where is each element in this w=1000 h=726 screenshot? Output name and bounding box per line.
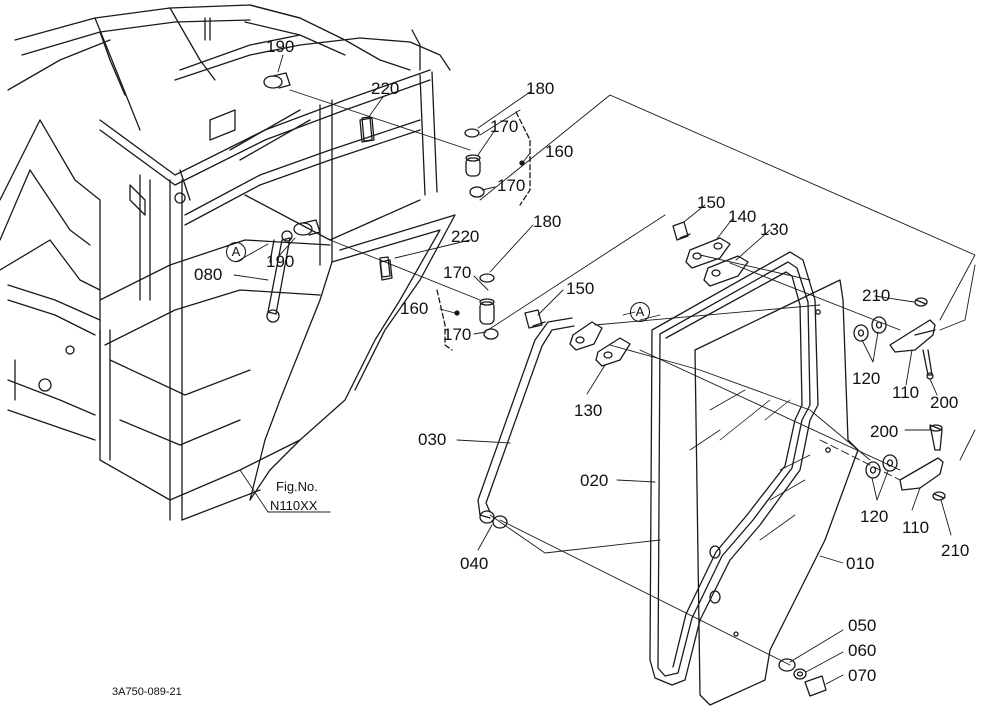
callout-170-d: 170 [443,325,472,344]
door-seal-020 [649,251,819,686]
figure-ref-label: Fig.No. [276,479,318,494]
callout-110-lower: 110 [902,518,930,537]
callout-040: 040 [460,554,489,573]
callout-170-c: 170 [443,263,472,282]
callout-150-upper: 150 [697,193,726,212]
callout-220-upper: 220 [371,79,400,98]
plate-220-lower [379,256,391,278]
callout-120-upper: 120 [852,369,881,388]
callout-010: 010 [846,554,875,573]
callout-180-lower: 180 [533,212,562,231]
callout-130-upper: 130 [760,220,789,239]
callout-150-lower: 150 [566,279,595,298]
knob-190-upper [263,72,291,89]
glass-door-010 [689,279,859,706]
knob-190-lower [293,219,321,236]
hinge-stack-lower [436,273,499,351]
callout-160-lower: 160 [400,299,429,318]
callout-190-upper: 190 [266,37,295,56]
cab-frame [0,4,456,521]
callout-170-a: 170 [490,117,519,136]
callout-030: 030 [418,430,447,449]
callout-080: 080 [194,265,223,284]
handle-bar-030 [477,317,575,529]
drawing-code: 3A750-089-21 [112,686,182,698]
callout-180-upper: 180 [526,79,555,98]
callout-120-lower: 120 [860,507,889,526]
callout-210-upper: 210 [862,286,891,305]
callout-210-lower: 210 [941,541,970,560]
hinge-plates-lower [524,309,631,367]
callout-200-lower: 200 [870,422,899,441]
callout-020: 020 [580,471,609,490]
figure-ref-number: N110XX [270,498,318,513]
ref-marker-a-right: A [630,302,650,322]
callout-110-upper: 110 [892,383,920,402]
plate-220-upper [361,116,373,142]
callout-070: 070 [848,666,877,685]
callout-130-lower: 130 [574,401,603,420]
callout-140: 140 [728,207,757,226]
hinge-plates-upper [672,221,749,287]
callout-160-upper: 160 [545,142,574,161]
callout-200-upper: 200 [930,393,959,412]
callout-190-lower: 190 [266,252,295,271]
gas-strut-080 [266,230,293,323]
callout-leaders [233,54,952,685]
fasteners-050-060-070 [778,658,827,697]
ref-marker-a-left: A [226,242,246,262]
hinge-stack-upper [464,111,531,206]
hinge-assembly-lower [865,424,946,501]
callout-060: 060 [848,641,877,660]
callout-170-b: 170 [497,176,526,195]
hinge-assembly-upper [853,297,936,380]
callout-050: 050 [848,616,877,635]
callout-220-lower: 220 [451,227,480,246]
